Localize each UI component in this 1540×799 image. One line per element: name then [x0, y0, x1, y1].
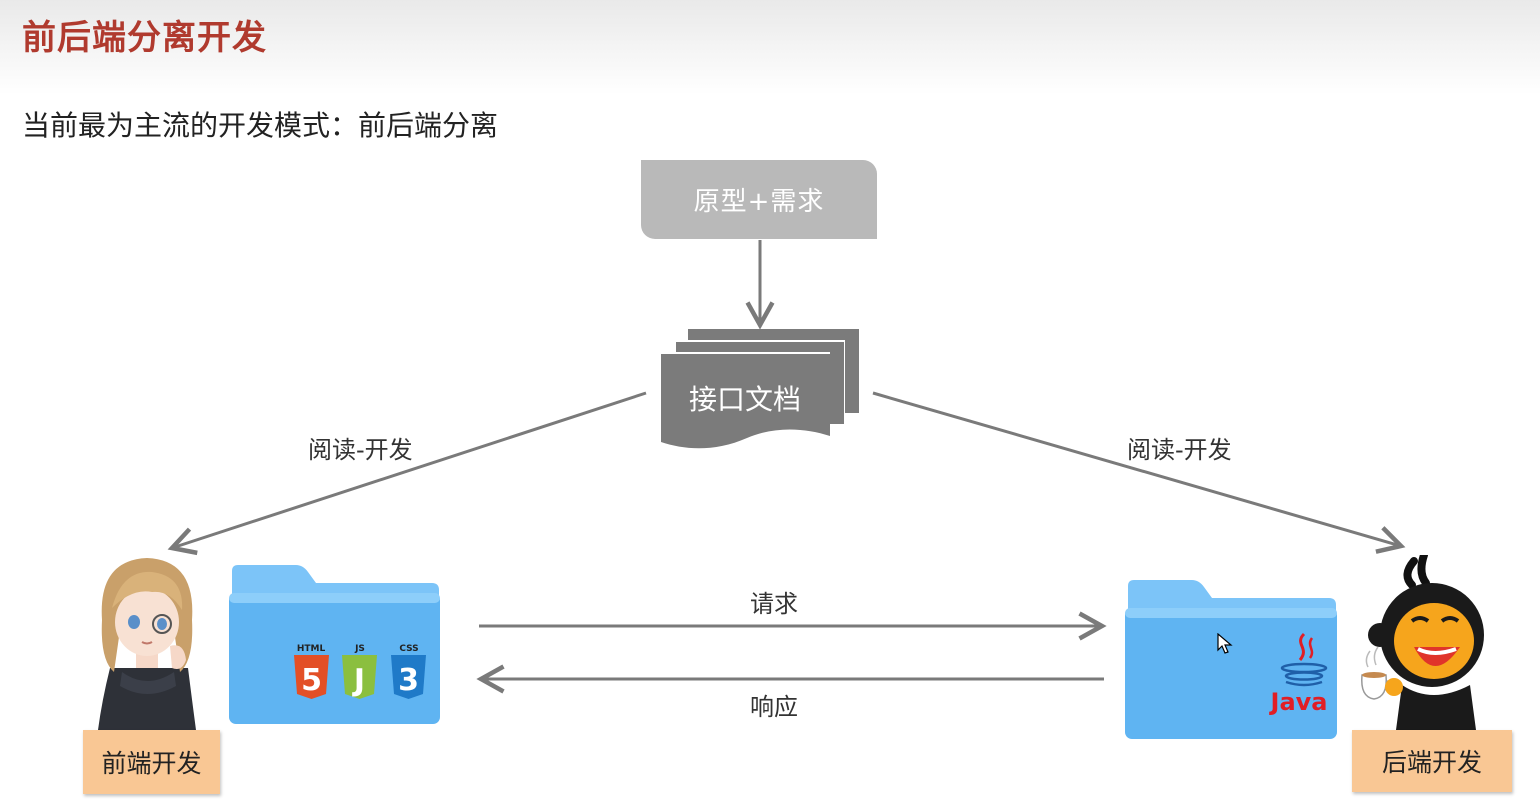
page-title: 前后端分离开发 [22, 18, 267, 58]
java-icon: Java [1269, 632, 1328, 716]
js-icon: JS J [342, 644, 377, 699]
html5-icon: HTML 5 [294, 644, 329, 699]
subtitle: 当前最为主流的开发模式：前后端分离 [22, 109, 499, 142]
arrow-doc-to-backend [872, 391, 1406, 554]
html-badge-text: HTML [297, 644, 326, 654]
css3-icon: CSS 3 [391, 644, 426, 699]
prototype-label: 原型+需求 [693, 187, 825, 217]
js-badge-text: JS [354, 644, 365, 654]
edge-label-read-develop-right: 阅读-开发 [1127, 436, 1232, 464]
java-badge-text: Java [1269, 688, 1328, 716]
api-doc-icon [659, 329, 859, 449]
cursor-icon [1217, 633, 1233, 654]
frontend-role-label: 前端开发 [101, 749, 202, 778]
svg-text:3: 3 [398, 663, 419, 698]
css-badge-text: CSS [399, 644, 418, 654]
api-doc-label: 接口文档 [688, 383, 801, 416]
backend-folder-icon: Java [1125, 580, 1337, 739]
frontend-role-box: 前端开发 [83, 730, 220, 794]
frontend-folder-icon: HTML 5 JS J CSS 3 [229, 565, 440, 724]
edge-label-response: 响应 [750, 693, 798, 721]
backend-avatar [1361, 555, 1484, 730]
edge-label-request: 请求 [750, 590, 798, 618]
frontend-avatar [98, 558, 196, 730]
backend-role-label: 后端开发 [1381, 748, 1482, 777]
prototype-requirements-box: 原型+需求 [641, 160, 877, 239]
edge-label-read-develop-left: 阅读-开发 [308, 436, 413, 464]
header-bar [0, 0, 1540, 95]
svg-text:J: J [352, 663, 365, 698]
backend-role-box: 后端开发 [1352, 730, 1512, 792]
arrow-doc-to-frontend [167, 391, 647, 556]
svg-text:5: 5 [301, 663, 322, 698]
